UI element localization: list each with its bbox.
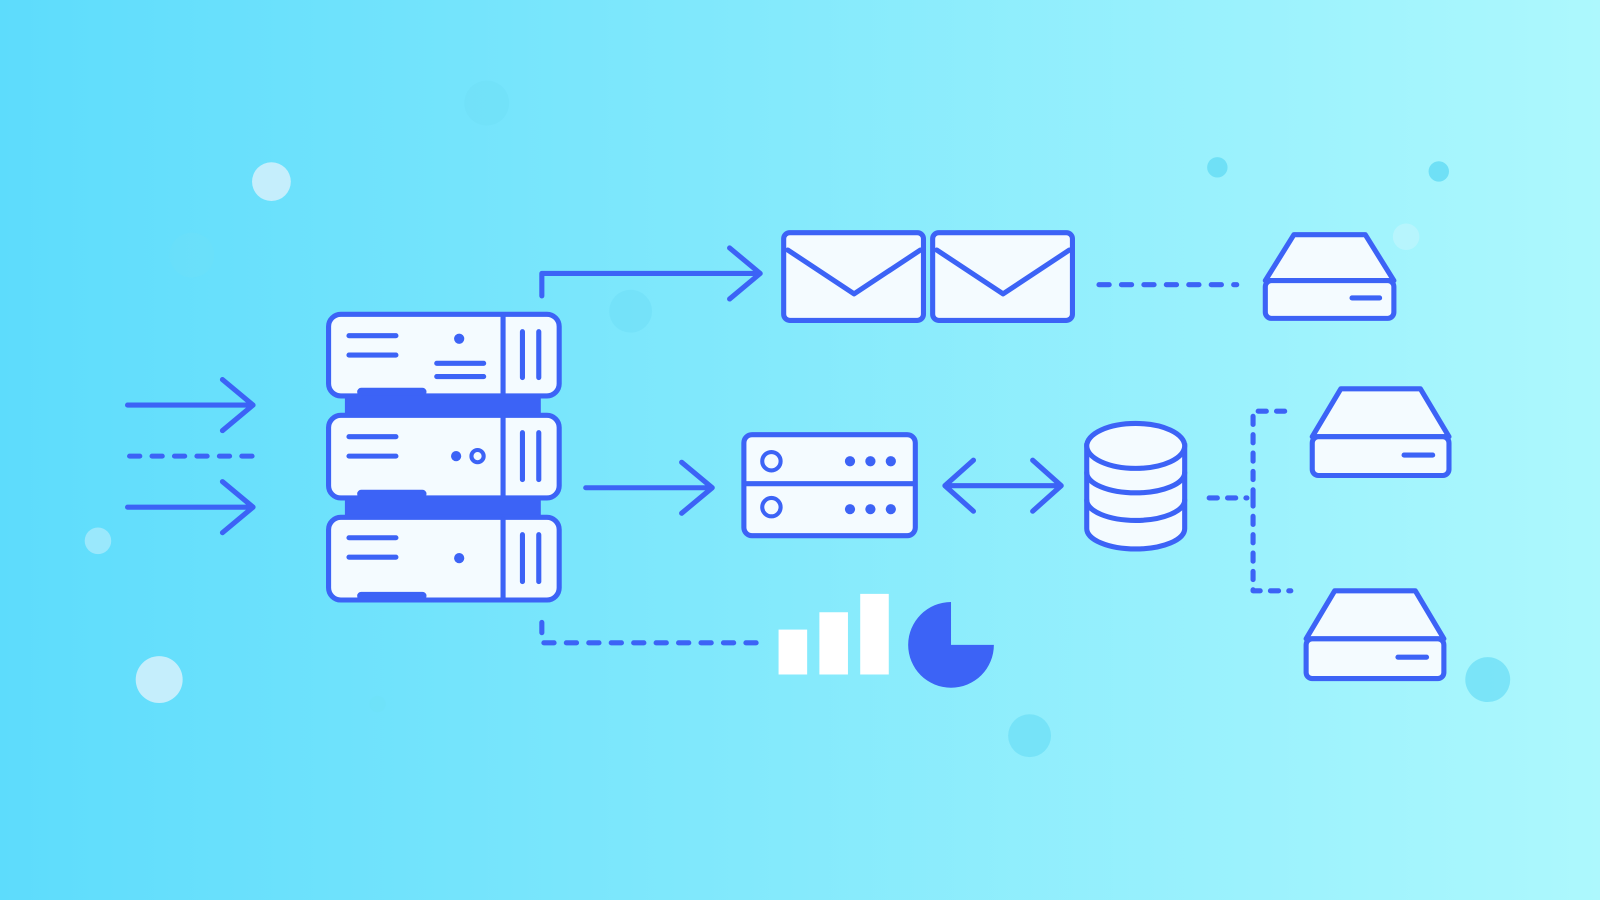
arrow-right-icon [583, 459, 715, 516]
hard-drive-icon [1303, 588, 1447, 682]
dashed-storage-connector [1206, 408, 1294, 594]
hard-drive-icon [1309, 386, 1452, 479]
server-unit [326, 514, 562, 603]
background-bubbles [84, 80, 1511, 758]
server-rack-icon [326, 311, 562, 603]
server-unit [326, 311, 562, 399]
double-arrow-icon [942, 457, 1064, 514]
database-icon [1084, 420, 1188, 552]
bar [860, 593, 889, 675]
envelope-icon [930, 230, 1075, 323]
arrow-right-icon [125, 377, 256, 434]
arrow-right-icon [125, 479, 256, 536]
bar [778, 629, 808, 675]
pie-chart-icon [908, 602, 994, 688]
bar [819, 612, 848, 675]
arrow-to-mail [539, 245, 763, 302]
dashed-analytics-line [539, 619, 763, 646]
hard-drive-icon [1262, 232, 1397, 321]
envelope-icon [781, 230, 927, 323]
server-icon [741, 432, 918, 539]
server-unit [326, 412, 562, 501]
bar-chart-icon [778, 593, 889, 675]
